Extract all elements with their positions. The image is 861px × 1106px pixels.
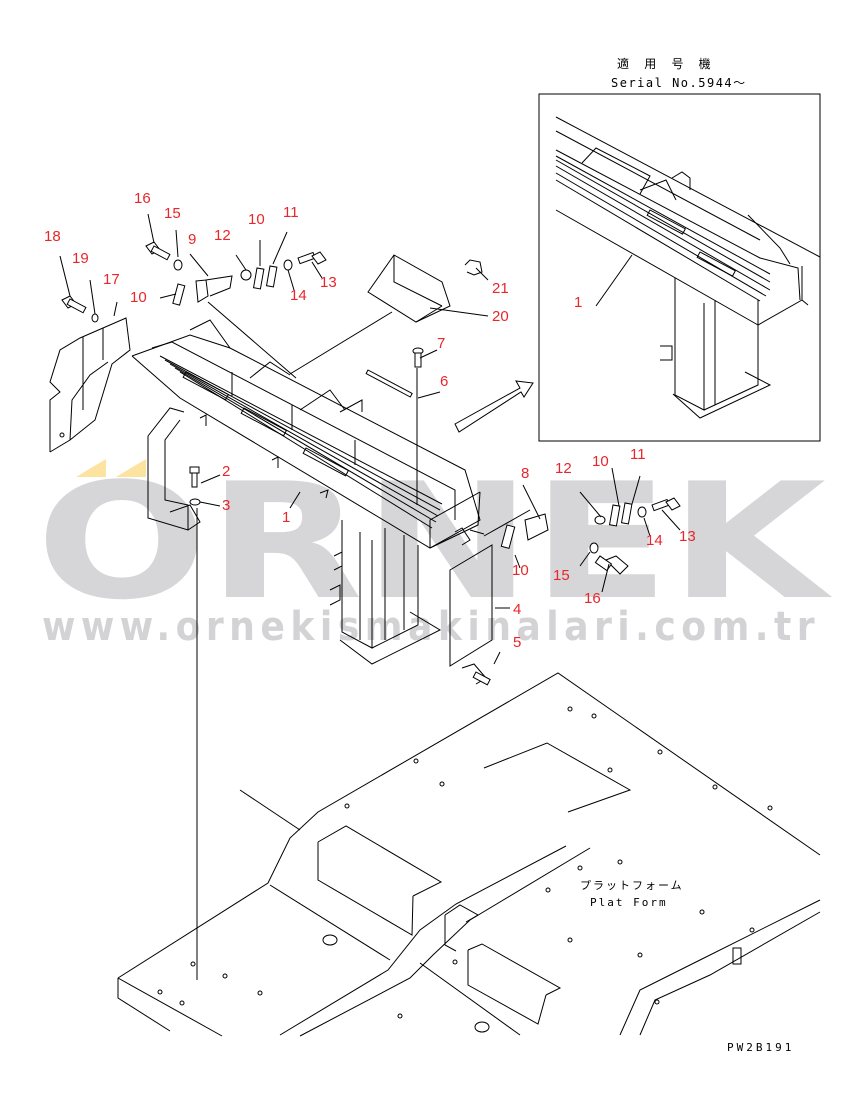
callout-part-10: 10: [592, 453, 609, 470]
serial-number-label: Serial No.5944〜: [611, 76, 747, 90]
platform-japanese-label: プラットフォーム: [580, 879, 684, 892]
callout-part-1: 1: [282, 509, 290, 526]
callout-part-21: 21: [492, 280, 509, 297]
part-4-cover-panel: [449, 544, 493, 686]
callout-part-11: 11: [630, 446, 646, 463]
watermark-accent-icon: [116, 459, 146, 477]
callout-part-5: 5: [513, 634, 521, 651]
inset-callout-1: 1: [574, 294, 582, 311]
watermark: ORNEK www.ornekismakinalari.com.tr: [36, 448, 832, 650]
part-6-strip: [365, 347, 424, 505]
serial-japanese-label: 適 用 号 機: [617, 56, 715, 71]
callout-part-10: 10: [130, 289, 147, 306]
callout-part-4: 4: [513, 601, 521, 618]
platform-floor: [117, 672, 821, 1037]
callout-part-16: 16: [584, 590, 601, 607]
callout-part-20: 20: [492, 308, 509, 325]
callout-part-3: 3: [222, 497, 230, 514]
callout-part-16: 16: [134, 190, 151, 207]
callout-part-18: 18: [44, 228, 61, 245]
callout-part-12: 12: [555, 460, 572, 477]
callout-part-8: 8: [521, 465, 529, 482]
callout-part-2: 2: [222, 463, 230, 480]
callout-part-10: 10: [512, 562, 529, 579]
watermark-accent-icon: [76, 459, 106, 477]
callout-part-11: 11: [283, 204, 299, 221]
callout-part-19: 19: [72, 250, 89, 267]
inset-detail-view: [538, 93, 821, 442]
callout-part-15: 15: [553, 567, 570, 584]
leader-lines: [59, 213, 681, 665]
part-20-tray: [367, 254, 483, 323]
drawing-code: PW2B191: [727, 1041, 794, 1054]
watermark-url: www.ornekismakinalari.com.tr: [42, 604, 820, 650]
part-17-side-guard: [49, 317, 131, 453]
callout-part-13: 13: [320, 274, 337, 291]
callout-part-10: 10: [248, 211, 265, 228]
callout-part-14: 14: [646, 532, 663, 549]
view-direction-arrow-icon: [454, 380, 534, 433]
part-1-main-rail: [131, 319, 485, 549]
platform-english-label: Plat Form: [590, 896, 668, 909]
pedestal-column: [329, 520, 442, 665]
callout-part-17: 17: [103, 271, 120, 288]
part-callouts: 1234567891010101011111212131314141515161…: [44, 190, 696, 651]
callout-part-14: 14: [290, 287, 307, 304]
callout-part-13: 13: [679, 528, 696, 545]
left-fastener-cluster: [61, 241, 327, 323]
callout-part-15: 15: [164, 205, 181, 222]
callout-part-9: 9: [188, 231, 196, 248]
callout-part-7: 7: [437, 335, 445, 352]
callout-part-12: 12: [214, 227, 231, 244]
right-fastener-cluster: [483, 497, 681, 575]
part-2-bolt: [189, 466, 201, 980]
callout-part-6: 6: [440, 373, 448, 390]
